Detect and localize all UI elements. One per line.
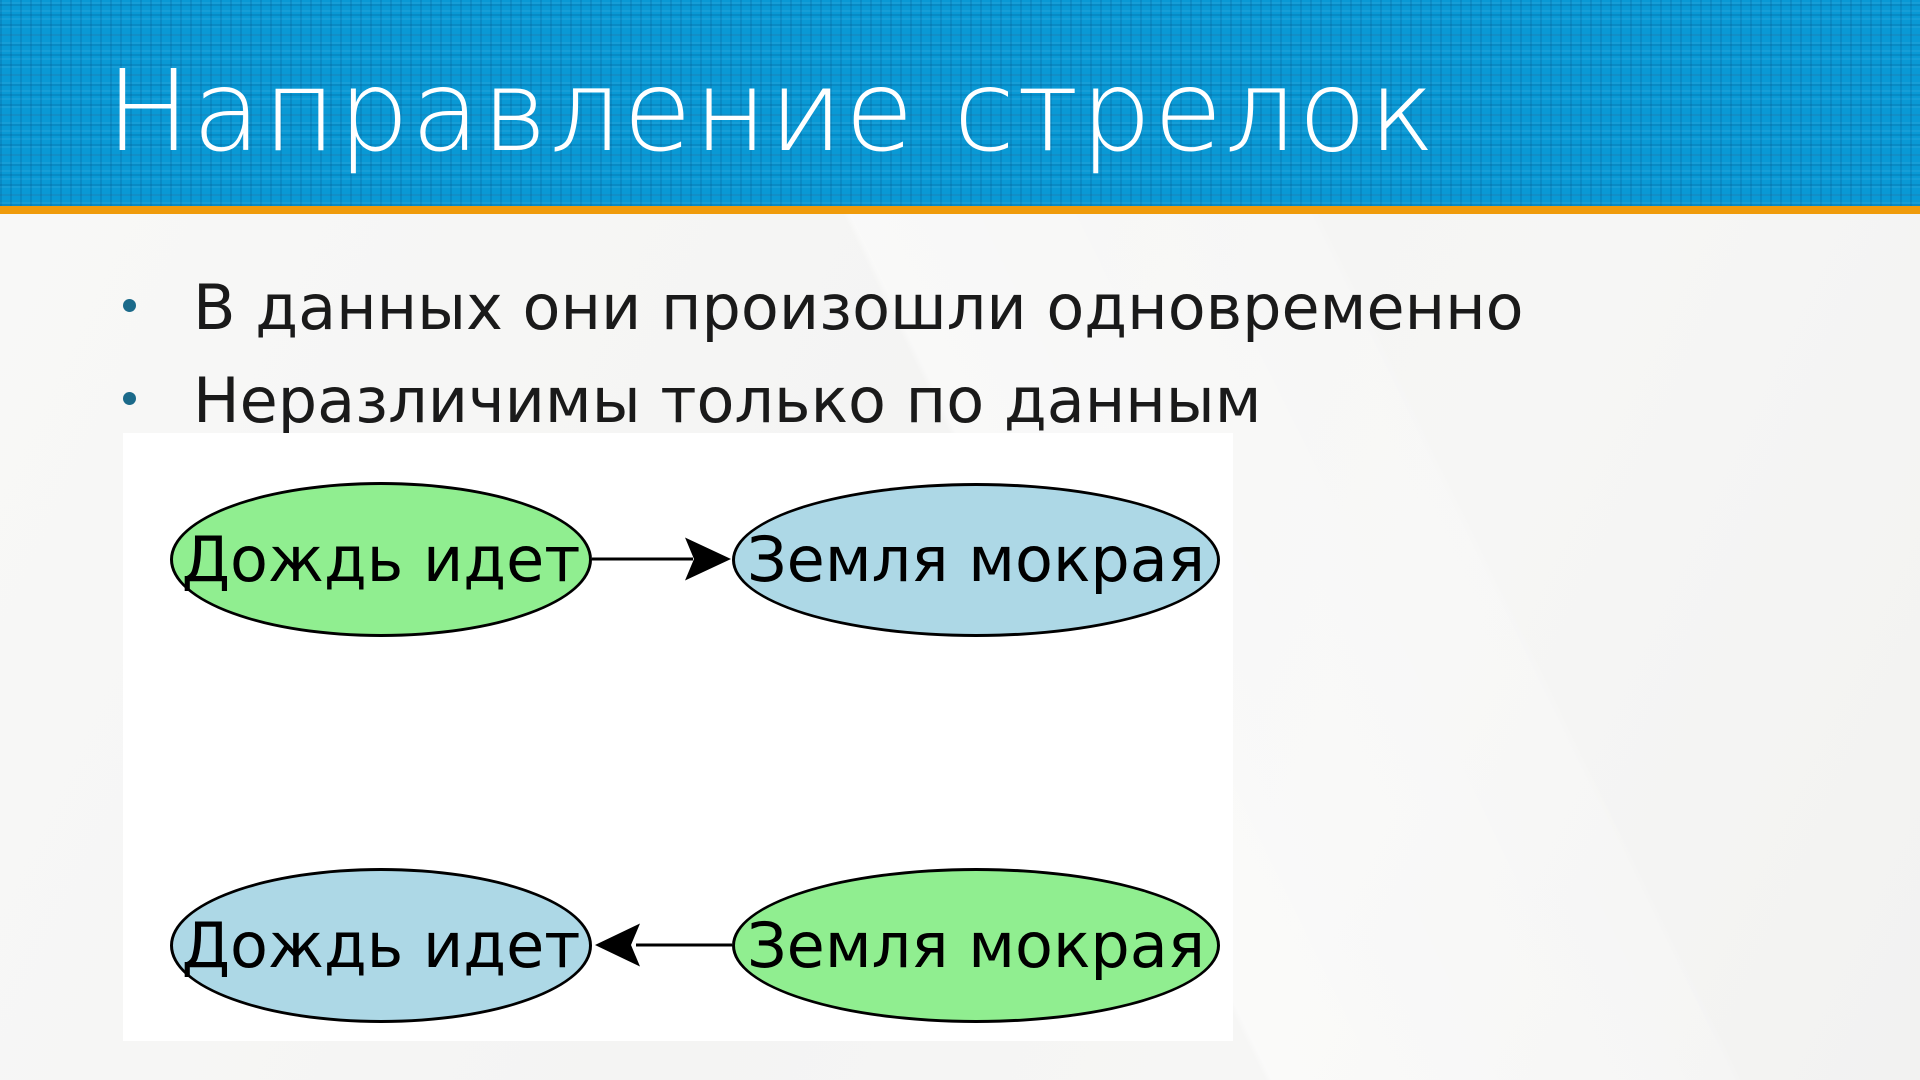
bullet-text-2: Неразличимы только по данным xyxy=(193,364,1262,437)
slide-header-band: Направление стрелок xyxy=(0,0,1920,206)
edge-arrow-left-icon xyxy=(595,923,732,967)
node-label: Дождь идет xyxy=(181,522,581,596)
diagram-node-rain-effect: Дождь идет xyxy=(170,868,592,1023)
node-label: Земля мокрая xyxy=(746,523,1206,596)
accent-divider xyxy=(0,206,1920,214)
node-label: Земля мокрая xyxy=(746,908,1206,982)
diagram-node-ground-cause: Земля мокрая xyxy=(732,868,1220,1023)
slide-body: В данных они произошли одновременно Нера… xyxy=(0,214,1920,1080)
bullet-item-2: Неразличимы только по данным xyxy=(123,370,1262,432)
diagram-node-rain-cause: Дождь идет xyxy=(170,482,592,637)
slide-title: Направление стрелок xyxy=(106,47,1438,177)
bullet-item-1: В данных они произошли одновременно xyxy=(123,277,1524,339)
bullet-text-1: В данных они произошли одновременно xyxy=(193,271,1524,344)
node-label: Дождь идет xyxy=(181,908,581,982)
causal-diagram-panel: Дождь идет Земля мокрая Дождь идет Земля… xyxy=(123,433,1233,1041)
edge-arrow-right-icon xyxy=(592,537,731,581)
diagram-node-ground-effect: Земля мокрая xyxy=(732,483,1220,637)
bullet-dot-icon xyxy=(123,299,136,312)
bullet-dot-icon xyxy=(123,392,136,405)
